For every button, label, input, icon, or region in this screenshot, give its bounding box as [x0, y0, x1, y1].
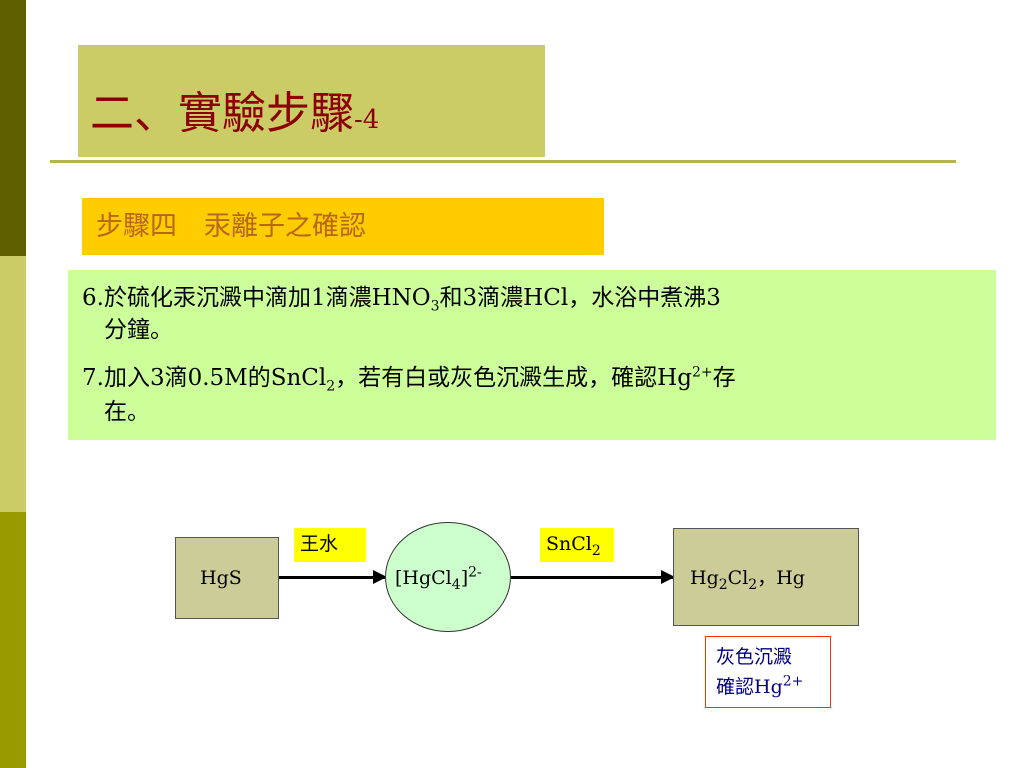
hgcl4-text-a: [HgCl [395, 567, 452, 589]
product-text-a: Hg [690, 567, 719, 589]
hgcl4-text-b: ] [460, 567, 469, 589]
hgcl4-node [385, 522, 511, 632]
arrow-2 [511, 570, 675, 584]
reagent-aqua-regia: 王水 [294, 528, 366, 562]
side-stripe-bottom [0, 512, 26, 768]
procedure-line-6: 6.於硫化汞沉澱中滴加1滴濃HNO3和3滴濃HCl，水浴中煮沸3 [82, 283, 721, 315]
procedure-line-7-continued: 在。 [104, 399, 150, 425]
observation-note [705, 636, 831, 708]
title-background [78, 45, 545, 157]
line6-text-a: 於硫化汞沉澱中滴加1滴濃HNO [103, 285, 431, 311]
hgcl4-label: [HgCl4]2- [395, 564, 482, 593]
product-subscript-2: 2 [748, 576, 758, 593]
procedure-box [68, 270, 996, 440]
slide-title: 二、實驗步驟-4 [90, 86, 379, 148]
arrow-1 [279, 570, 387, 584]
step-banner [82, 198, 604, 255]
product-label: Hg2Cl2，Hg [690, 566, 805, 593]
line7-text-a: 加入3滴0.5M的SnCl [103, 365, 327, 391]
line7-text-b: ，若有白或灰色沉澱生成，確認Hg [335, 365, 692, 391]
hgs-label: HgS [200, 567, 242, 589]
arrow-1-head [373, 570, 387, 584]
line7-text-c: 存 [712, 365, 736, 391]
sncl2-subscript: 2 [591, 542, 601, 559]
title-main: 二、實驗步驟 [90, 88, 354, 139]
side-stripe-middle [0, 256, 26, 512]
product-text-b: Cl [727, 567, 749, 589]
line7-subscript: 2 [326, 378, 336, 395]
product-node [673, 528, 859, 626]
note-line-2: 確認Hg2+ [716, 674, 803, 700]
procedure-line-6-continued: 分鐘。 [104, 317, 173, 343]
arrow-2-head [661, 570, 675, 584]
product-subscript-1: 2 [718, 576, 728, 593]
reagent-sncl2: SnCl2 [540, 528, 614, 562]
line6-number: 6. [82, 285, 104, 311]
note-line-1: 灰色沉澱 [716, 646, 793, 668]
line6-subscript: 3 [430, 298, 440, 315]
hgcl4-superscript: 2- [468, 564, 482, 581]
note-line-2-text: 確認Hg [716, 676, 783, 698]
hgs-node [175, 537, 279, 619]
note-line-2-superscript: 2+ [782, 673, 804, 690]
title-suffix: -4 [354, 105, 380, 135]
sncl2-text: SnCl [546, 533, 592, 555]
line7-number: 7. [82, 365, 104, 391]
title-divider [50, 160, 956, 163]
line7-superscript: 2+ [691, 364, 713, 381]
side-stripe-top [0, 0, 26, 256]
product-text-c: ，Hg [757, 567, 805, 589]
procedure-line-7: 7.加入3滴0.5M的SnCl2，若有白或灰色沉澱生成，確認Hg2+存 [82, 363, 736, 395]
line6-text-b: 和3滴濃HCl，水浴中煮沸3 [439, 285, 721, 311]
step-label: 步驟四 汞離子之確認 [96, 211, 366, 242]
hgcl4-subscript: 4 [451, 576, 461, 593]
